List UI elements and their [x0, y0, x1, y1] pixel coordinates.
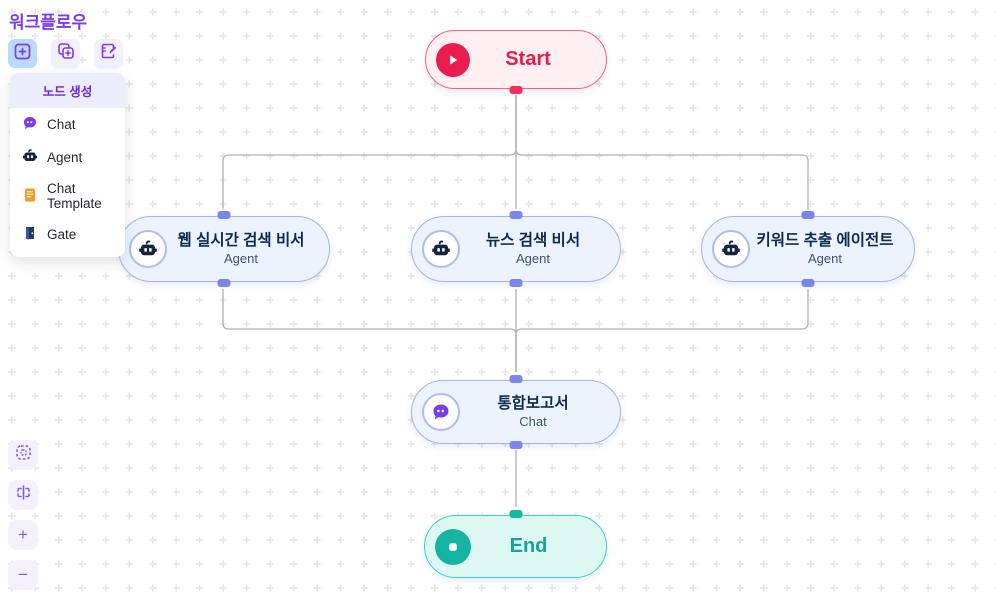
- fit-view-icon: [15, 444, 32, 466]
- menu-item-label: Gate: [47, 227, 77, 242]
- node-output-handle[interactable]: [801, 279, 815, 287]
- menu-item-chat[interactable]: Chat: [10, 108, 125, 141]
- edit-note-icon: [100, 42, 118, 65]
- robot-icon: [22, 148, 38, 167]
- node-input-handle[interactable]: [509, 510, 522, 518]
- layout-split-icon: [15, 484, 32, 506]
- fit-view-button[interactable]: [8, 440, 38, 470]
- node-agent-news-search[interactable]: 뉴스 검색 비서 Agent: [411, 211, 621, 287]
- node-label: End: [509, 535, 548, 557]
- page-title: 워크플로우: [9, 13, 88, 32]
- play-icon: [436, 42, 470, 77]
- node-chat-report[interactable]: 통합보고서 Chat: [411, 375, 621, 449]
- duplicate-node-button[interactable]: [51, 39, 80, 68]
- node-input-handle[interactable]: [217, 211, 231, 219]
- node-subtitle: Chat: [519, 413, 547, 429]
- menu-item-chat-template[interactable]: Chat Template: [10, 174, 125, 218]
- node-title: 웹 실시간 검색 비서: [177, 232, 305, 250]
- menu-item-label: Chat: [47, 117, 76, 132]
- door-icon: [22, 225, 38, 244]
- add-node-button[interactable]: [8, 39, 37, 68]
- plus-square-icon: [14, 43, 31, 65]
- node-output-handle[interactable]: [509, 86, 523, 94]
- chat-bubble-icon: [422, 393, 460, 431]
- edit-workflow-button[interactable]: [94, 39, 123, 68]
- robot-icon: [129, 230, 167, 268]
- node-title: 통합보고서: [497, 395, 569, 413]
- menu-item-label: Chat Template: [47, 181, 102, 211]
- node-input-handle[interactable]: [801, 211, 815, 219]
- node-title: 키워드 추출 에이전트: [756, 232, 894, 250]
- robot-icon: [422, 230, 460, 268]
- robot-icon: [712, 230, 750, 268]
- node-title: 뉴스 검색 비서: [485, 232, 581, 250]
- copy-plus-icon: [57, 42, 75, 65]
- node-toolbar: [8, 39, 123, 68]
- node-input-handle[interactable]: [509, 375, 523, 383]
- node-subtitle: Agent: [224, 250, 258, 266]
- node-output-handle[interactable]: [509, 279, 523, 287]
- zoom-out-button[interactable]: −: [8, 560, 38, 590]
- node-output-handle[interactable]: [509, 441, 523, 449]
- node-label: Start: [505, 48, 551, 70]
- node-agent-keyword-extract[interactable]: 키워드 추출 에이전트 Agent: [701, 211, 915, 287]
- node-input-handle[interactable]: [509, 211, 523, 219]
- chat-bubble-icon: [22, 115, 38, 134]
- node-start[interactable]: Start: [425, 30, 607, 94]
- zoom-in-button[interactable]: +: [8, 520, 38, 550]
- node-end[interactable]: End: [424, 510, 607, 578]
- node-create-menu: 노드 생성 Chat Agent Chat Template Gate: [10, 73, 125, 257]
- node-agent-web-search[interactable]: 웹 실시간 검색 비서 Agent: [118, 211, 330, 287]
- stop-icon: [435, 528, 471, 565]
- node-output-handle[interactable]: [217, 279, 231, 287]
- menu-item-label: Agent: [47, 150, 83, 165]
- node-subtitle: Agent: [516, 250, 550, 266]
- document-icon: [22, 187, 38, 206]
- zoom-in-label: +: [18, 525, 28, 544]
- node-menu-header: 노드 생성: [10, 73, 125, 108]
- menu-item-agent[interactable]: Agent: [10, 141, 125, 174]
- node-subtitle: Agent: [808, 250, 842, 266]
- auto-layout-button[interactable]: [8, 480, 38, 510]
- menu-item-gate[interactable]: Gate: [10, 218, 125, 251]
- zoom-out-label: −: [18, 565, 28, 584]
- view-controls: + −: [8, 440, 38, 590]
